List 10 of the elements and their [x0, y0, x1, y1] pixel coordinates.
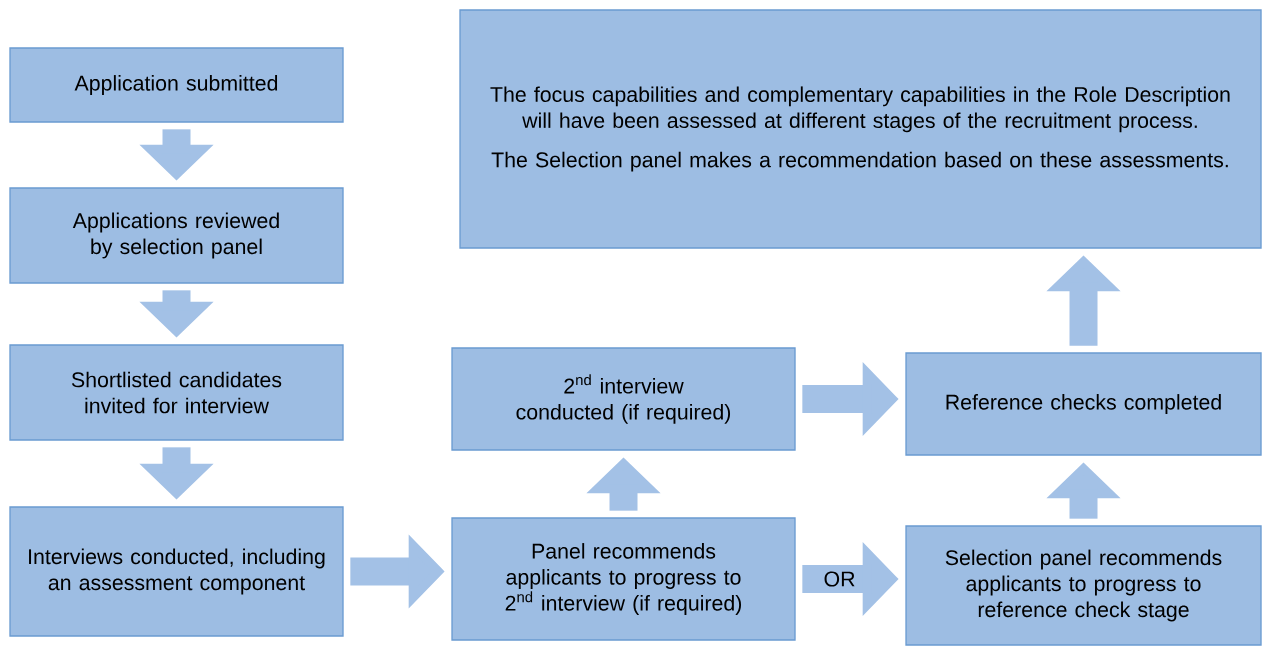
process-box: Shortlisted candidates invited for interview — [9, 344, 344, 441]
info-box: The focus capabilities and complementary capabilities in the Role Description will have been assessed at different stages of the recruitment process. The Selection panel makes a recommendation based on these assessments. — [459, 9, 1262, 249]
process-box: Application submitted — [9, 47, 344, 123]
process-box: Selection panel recommends applicants to progress to reference check stage — [905, 525, 1262, 646]
process-box: Applications reviewed by selection panel — [9, 187, 344, 284]
edge-label: OR — [822, 570, 857, 588]
process-box: Panel recommends applicants to progress to 2$^{nd}$ interview (if required) — [451, 517, 796, 641]
process-box: Reference checks completed — [905, 352, 1262, 456]
process-box: Interviews conducted, including an assessment component — [9, 506, 344, 637]
process-box: 2$^{nd}$ interview conducted (if required) — [451, 347, 796, 451]
